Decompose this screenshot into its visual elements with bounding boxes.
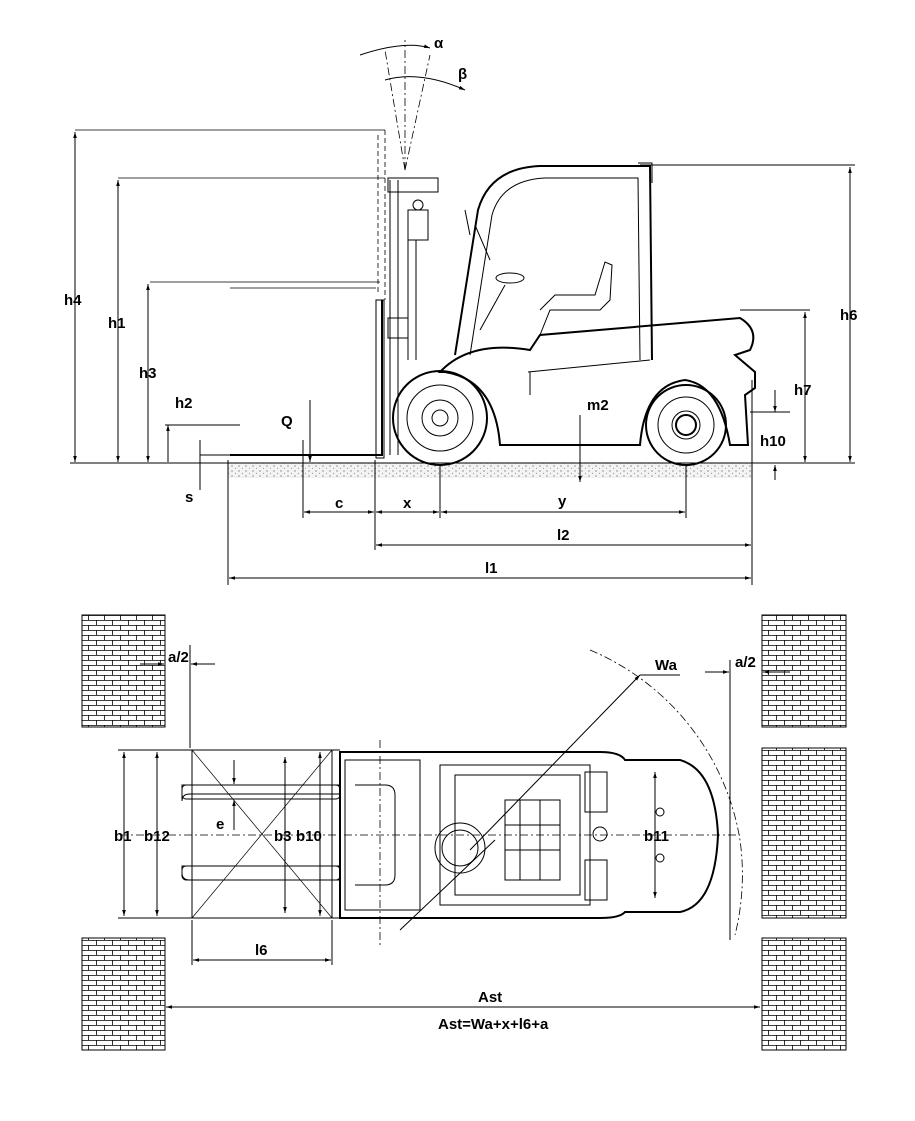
h3-label: h3 (139, 365, 157, 382)
c-label: c (335, 495, 343, 512)
width-dimensions (118, 749, 657, 919)
aisle-stacks (81, 614, 847, 1051)
alpha-label: α (434, 35, 444, 52)
b10-label: b10 (296, 828, 322, 845)
raised-fork-outline (75, 129, 386, 300)
front-wheel (392, 370, 488, 466)
beta-label: β (458, 66, 467, 83)
Wa-label: Wa (655, 657, 678, 674)
y-label: y (558, 493, 567, 510)
e-label: e (216, 816, 224, 833)
l6-label: l6 (255, 942, 268, 959)
h1-label: h1 (108, 315, 126, 332)
h4-label: h4 (64, 292, 82, 309)
truck-body-top (120, 740, 740, 945)
b1-label: b1 (114, 828, 132, 845)
h7-label: h7 (794, 382, 812, 399)
horizontal-dimensions (227, 380, 753, 585)
turning-radius-arc (589, 649, 743, 936)
side-view: α β (64, 35, 858, 585)
Ast-label: Ast (478, 989, 502, 1006)
x-label: x (403, 495, 412, 512)
b11-label: b11 (644, 828, 669, 845)
tilt-angle-marks: α β (359, 35, 467, 171)
l2-label: l2 (557, 527, 570, 544)
truck-body-side (437, 162, 756, 446)
a2-right-label: a/2 (735, 654, 756, 671)
vertical-dimensions (73, 132, 855, 518)
b12-label: b12 (144, 828, 170, 845)
fork (230, 300, 383, 456)
Q-label: Q (281, 413, 293, 430)
s-label: s (185, 489, 193, 506)
top-view: a/2 a/2 (81, 614, 847, 1051)
Ast-formula: Ast=Wa+x+l6+a (438, 1016, 549, 1033)
l1-label: l1 (485, 560, 498, 577)
h10-label: h10 (760, 433, 786, 450)
h6-label: h6 (840, 307, 858, 324)
ground-hatch (228, 463, 753, 478)
b3-label: b3 (274, 828, 292, 845)
m2-label: m2 (587, 397, 609, 414)
h2-label: h2 (175, 395, 193, 412)
a2-left-label: a/2 (168, 649, 189, 666)
rear-wheel (645, 384, 727, 466)
mast (375, 177, 439, 459)
